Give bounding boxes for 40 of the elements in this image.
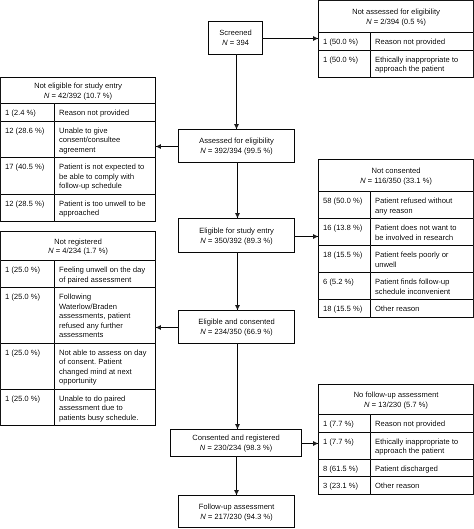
table-row: [319, 272, 473, 299]
table-row: [319, 50, 473, 76]
arrow: [235, 344, 240, 430]
table-row: [1, 103, 155, 120]
arrow: [294, 234, 318, 239]
table-row: [1, 342, 155, 388]
table-row: [1, 194, 155, 220]
table-row: [319, 458, 473, 476]
table-row: [319, 32, 473, 50]
process-box: [208, 21, 263, 55]
table-row: [319, 414, 473, 432]
process-box: [178, 218, 295, 253]
table-row: [1, 157, 155, 194]
arrow: [156, 325, 178, 330]
table-row: [319, 245, 473, 272]
arrow: [234, 54, 239, 130]
arrow: [235, 162, 240, 218]
arrow: [262, 36, 318, 41]
table-row: [1, 388, 155, 425]
reason-table: [318, 0, 474, 78]
reason-table: [0, 77, 156, 222]
arrow: [302, 441, 318, 446]
arrow: [235, 252, 240, 310]
table-row: [319, 299, 473, 316]
reason-table: [318, 384, 474, 494]
table-row: [1, 260, 155, 287]
process-box: [178, 129, 295, 163]
process-box: [170, 429, 302, 457]
table-row: [319, 432, 473, 458]
arrow: [156, 144, 178, 149]
table-row: [319, 191, 473, 218]
process-box: [178, 310, 295, 344]
process-box: [178, 495, 295, 528]
arrow: [234, 456, 239, 496]
table-row: [1, 120, 155, 157]
table-row: [319, 218, 473, 245]
table-row: [1, 287, 155, 342]
reason-table: [0, 231, 156, 426]
table-row: [319, 476, 473, 494]
reason-table: [318, 159, 474, 318]
